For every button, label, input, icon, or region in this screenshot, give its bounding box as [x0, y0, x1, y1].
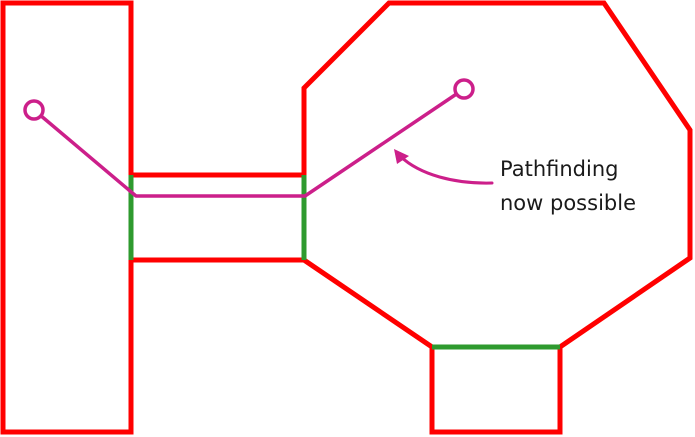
- path-end-marker: [453, 78, 475, 100]
- annotation: Pathfinding now possible: [394, 149, 636, 215]
- portals: [128, 175, 560, 350]
- annotation-arrow-head: [394, 149, 409, 164]
- annotation-text-line2: now possible: [500, 191, 636, 215]
- annotation-arrow-curve: [398, 154, 494, 185]
- bottom-room: [429, 344, 563, 435]
- left-room: [0, 0, 134, 435]
- path-start-marker: [23, 99, 45, 121]
- path: [23, 78, 475, 198]
- octagon-room: [301, 0, 693, 350]
- path-line: [38, 93, 457, 198]
- annotation-text-line1: Pathfinding: [500, 157, 618, 181]
